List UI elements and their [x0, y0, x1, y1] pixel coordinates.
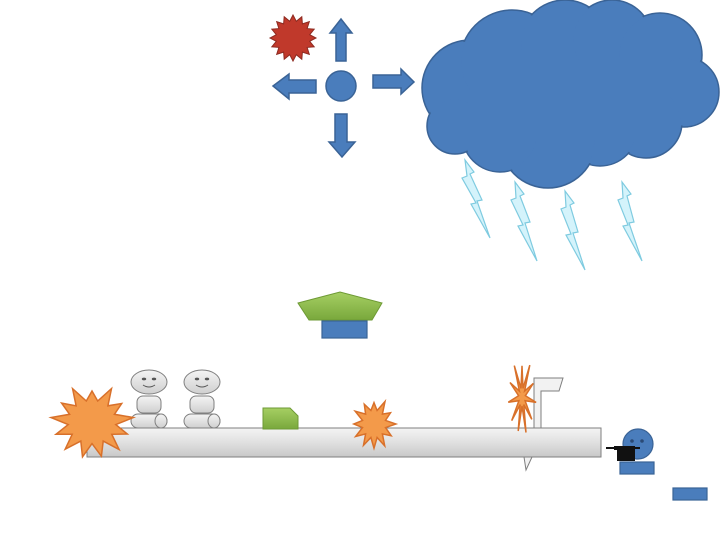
conveyor-belt-icon — [86, 377, 602, 472]
arrow-right-icon — [372, 67, 416, 96]
green-block-icon — [262, 407, 299, 430]
arrow-up-icon — [328, 17, 354, 62]
lightning-bolt-icon — [461, 157, 491, 239]
snowman-figure-icon — [130, 369, 168, 429]
blue-block-icon — [672, 487, 708, 501]
lightning-bolt-icon — [510, 180, 538, 262]
orange-explosion-icon — [351, 398, 399, 451]
orange-explosion-tall — [507, 364, 537, 433]
green-platform-icon — [297, 291, 383, 339]
cannon-blue-base — [619, 461, 655, 475]
red-starburst-icon — [268, 13, 318, 63]
conveyor-belt-bar — [86, 427, 602, 458]
chute-shape — [533, 377, 564, 429]
orange-explosion-medium — [351, 398, 399, 451]
orange-explosion-large — [48, 386, 137, 459]
orange-explosion-icon — [507, 364, 537, 433]
cannon-figure-icon — [606, 428, 655, 475]
storm-cloud-icon — [421, 0, 720, 189]
blue-base-block — [321, 320, 368, 339]
red-starburst-shape — [268, 13, 318, 63]
lightning-bolt-icon — [617, 180, 643, 262]
arrow-down-icon — [327, 113, 357, 159]
four-arrow-compass-icon — [271, 17, 416, 159]
snowman-figure-icon — [183, 369, 221, 429]
lightning-bolt-icon — [560, 189, 586, 271]
belt-drip-shape — [523, 456, 533, 472]
green-pentagon-shape — [297, 291, 383, 321]
compass-center-circle — [325, 70, 357, 102]
lightning-group — [461, 157, 643, 271]
orange-explosion-icon — [48, 386, 137, 459]
arrow-left-icon — [271, 72, 317, 101]
